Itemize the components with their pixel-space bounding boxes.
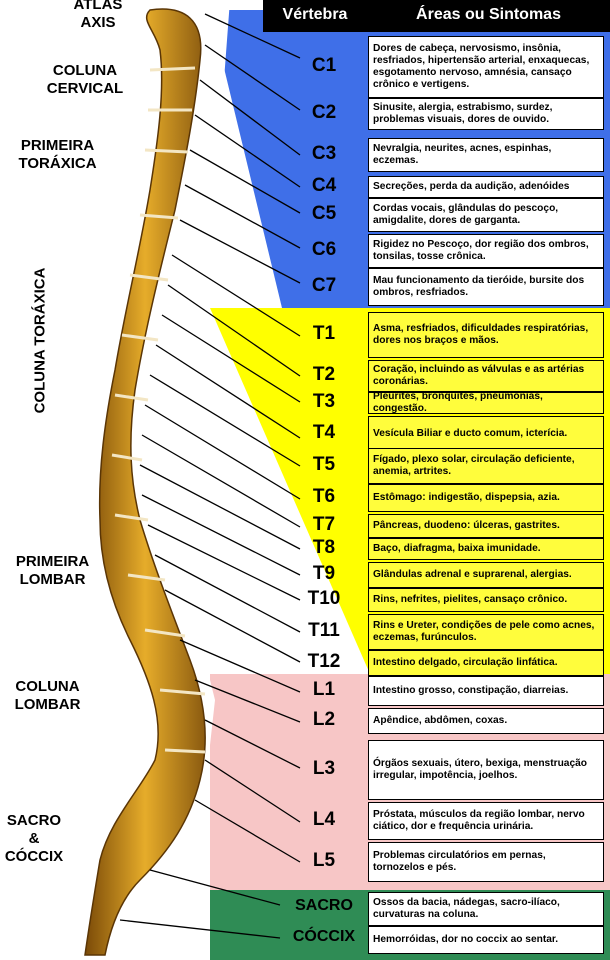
symptoms-c2: Sinusite, alergia, estrabismo, surdez, p…: [368, 98, 604, 130]
symptoms-t8: Baço, diafragma, baixa imunidade.: [368, 538, 604, 560]
symptoms-t2: Coração, incluindo as válvulas e as arté…: [368, 360, 604, 392]
symptoms-cóccix: Hemorróidas, dor no coccix ao sentar.: [368, 926, 604, 954]
symptoms-c3: Nevralgia, neurites, acnes, espinhas, ec…: [368, 138, 604, 172]
vertebra-label-c3: C3: [311, 143, 337, 164]
header-vertebra: Vértebra: [282, 6, 348, 23]
symptoms-l4: Próstata, músculos da região lombar, ner…: [368, 802, 604, 840]
vertebra-label-t3: T3: [312, 391, 336, 412]
symptoms-t4: Vesícula Biliar e ducto comum, icterícia…: [368, 416, 604, 452]
symptoms-l5: Problemas circulatórios em pernas, torno…: [368, 842, 604, 882]
vertebra-label-t1: T1: [312, 323, 336, 344]
symptoms-l2: Apêndice, abdômen, coxas.: [368, 708, 604, 734]
vertebra-label-c7: C7: [311, 275, 337, 296]
vertebra-label-t5: T5: [312, 454, 336, 475]
symptoms-c6: Rigidez no Pescoço, dor região dos ombro…: [368, 234, 604, 268]
label-atlas: ATLAS: [73, 0, 123, 13]
vertebra-label-t8: T8: [312, 537, 336, 558]
vertebra-label-t7: T7: [312, 514, 336, 535]
spine-column: [84, 8, 206, 956]
symptoms-t9: Glândulas adrenal e suprarenal, alergias…: [368, 562, 604, 588]
vertebra-label-l4: L4: [312, 809, 336, 830]
symptoms-c5: Cordas vocais, glândulas do pescoço, ami…: [368, 198, 604, 232]
vertebra-label-l2: L2: [312, 709, 336, 730]
vertebra-label-t4: T4: [312, 422, 336, 443]
symptoms-c1: Dores de cabeça, nervosismo, insônia, re…: [368, 36, 604, 98]
label-coluna-toracica: COLUNA TORÁXICA: [31, 267, 49, 414]
vertebra-label-l5: L5: [312, 850, 336, 871]
symptoms-t11: Rins e Ureter, condições de pele como ac…: [368, 614, 604, 650]
symptoms-l3: Órgãos sexuais, útero, bexiga, menstruaç…: [368, 740, 604, 800]
symptoms-c4: Secreções, perda da audição, adenóides: [368, 176, 604, 198]
symptoms-sacro: Ossos da bacia, nádegas, sacro-ilíaco, c…: [368, 892, 604, 926]
symptoms-t5: Fígado, plexo solar, circulação deficien…: [368, 448, 604, 484]
symptoms-t7: Pâncreas, duodeno: úlceras, gastrites.: [368, 514, 604, 538]
vertebra-label-t11: T11: [308, 620, 340, 641]
vertebra-label-t6: T6: [312, 486, 336, 507]
symptoms-t12: Intestino delgado, circulação linfática.: [368, 650, 604, 676]
header-areas: Áreas ou Sintomas: [416, 6, 561, 23]
symptoms-c7: Mau funcionamento da tieróide, bursite d…: [368, 268, 604, 306]
vertebra-label-cóccix: CÓCCIX: [292, 928, 356, 945]
vertebra-label-c5: C5: [311, 203, 337, 224]
vertebra-label-l1: L1: [312, 679, 336, 700]
vertebra-label-t12: T12: [307, 651, 341, 672]
label-axis: AXIS: [80, 14, 116, 31]
symptoms-l1: Intestino grosso, constipação, diarreias…: [368, 676, 604, 706]
vertebra-label-t2: T2: [312, 364, 336, 385]
symptoms-t6: Estômago: indigestão, dispepsia, azia.: [368, 484, 604, 512]
vertebra-label-c1: C1: [311, 55, 337, 76]
symptoms-t10: Rins, nefrites, pielites, cansaço crônic…: [368, 588, 604, 612]
vertebra-label-c6: C6: [311, 239, 337, 260]
symptoms-t1: Asma, resfriados, dificuldades respirató…: [368, 312, 604, 358]
label-sacro-coccix: SACRO&CÓCCIX: [4, 812, 64, 865]
vertebra-label-t9: T9: [312, 563, 336, 584]
table-header: Vértebra Áreas ou Sintomas: [263, 0, 610, 32]
vertebra-label-c2: C2: [311, 102, 337, 123]
vertebra-label-t10: T10: [307, 588, 341, 609]
vertebra-label-sacro: SACRO: [295, 897, 353, 914]
vertebra-label-c4: C4: [311, 175, 337, 196]
vertebra-label-l3: L3: [312, 758, 336, 779]
symptoms-t3: Pleurites, bronquites, pneumonias, conge…: [368, 391, 604, 414]
